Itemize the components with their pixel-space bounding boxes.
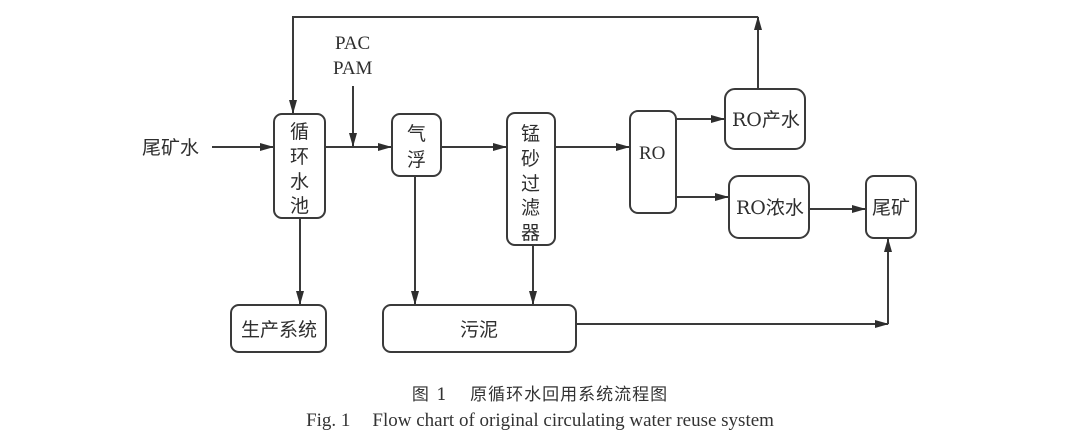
node-production-system: 生产系统 bbox=[230, 304, 327, 353]
caption-chinese: 图 1 原循环水回用系统流程图 bbox=[0, 380, 1080, 405]
caption-en-title: Flow chart of original circulating water… bbox=[372, 410, 774, 431]
node-char: 池 bbox=[290, 195, 309, 217]
node-manganese-sand-filter: 锰 砂 过 滤 器 bbox=[506, 112, 556, 246]
input-label-tailings-water: 尾矿水 bbox=[142, 137, 199, 159]
caption-cn-title: 原循环水回用系统流程图 bbox=[470, 385, 669, 405]
node-label: 生产系统 bbox=[241, 319, 317, 341]
node-label: RO浓水 bbox=[736, 197, 804, 219]
node-char: 过 bbox=[521, 173, 540, 195]
caption-cn-figure-number: 图 1 bbox=[411, 385, 449, 405]
node-ro-concentrate: RO浓水 bbox=[728, 175, 810, 239]
node-char: 环 bbox=[290, 146, 309, 168]
node-air-flotation: 气 浮 bbox=[391, 113, 442, 177]
node-ro-product-water: RO产水 bbox=[724, 88, 806, 150]
node-label: RO产水 bbox=[732, 109, 800, 131]
node-char: 滤 bbox=[521, 197, 540, 219]
node-sludge: 污泥 bbox=[382, 304, 577, 353]
node-circulating-pool: 循 环 水 池 bbox=[273, 113, 326, 219]
node-ro: RO bbox=[629, 110, 677, 214]
node-char: 循 bbox=[290, 121, 309, 143]
node-label: 污泥 bbox=[460, 319, 498, 341]
node-char: 浮 bbox=[407, 149, 426, 171]
flow-diagram: 尾矿水 PAC PAM 循 环 水 池 气 浮 锰 砂 过 滤 器 RO RO产… bbox=[142, 16, 917, 353]
node-char: 器 bbox=[521, 222, 540, 244]
node-char: 砂 bbox=[521, 148, 540, 170]
reagent-pam: PAM bbox=[333, 58, 373, 79]
node-label: RO bbox=[639, 143, 665, 164]
node-tailings: 尾矿 bbox=[865, 175, 917, 239]
node-char: 气 bbox=[407, 123, 426, 145]
caption-english: Fig. 1 Flow chart of original circulating… bbox=[0, 410, 1080, 432]
node-char: 水 bbox=[290, 171, 309, 193]
reagent-pac: PAC bbox=[335, 33, 370, 54]
node-char: 锰 bbox=[521, 123, 540, 145]
node-label: 尾矿 bbox=[872, 197, 910, 219]
caption-en-figure-number: Fig. 1 bbox=[306, 410, 351, 431]
arrow-recycle-to-pool bbox=[289, 16, 758, 114]
